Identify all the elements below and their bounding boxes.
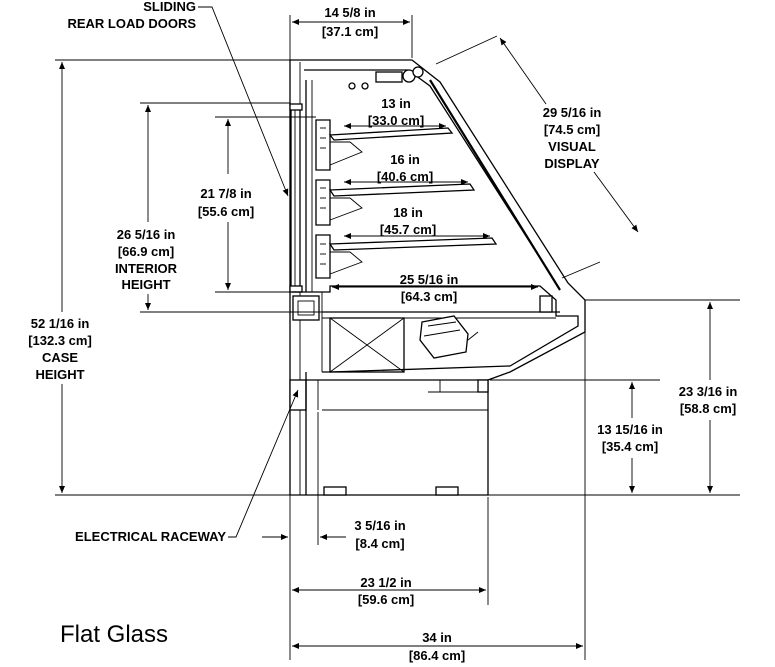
electrical-raceway-channel (289, 379, 307, 411)
shelf-middle (315, 179, 476, 226)
overall-depth-imperial: 34 in (422, 630, 452, 645)
interior-height-metric: [66.9 cm] (118, 244, 174, 259)
sliding-label-line1: SLIDING (143, 0, 196, 14)
leveling-foot (323, 486, 347, 496)
evaporator-unit (419, 315, 479, 359)
shelf-top-metric: [33.0 cm] (368, 113, 424, 128)
interior-height-label-line2: HEIGHT (121, 277, 170, 292)
shelf-low-imperial: 18 in (393, 205, 423, 220)
case-height-imperial: 52 1/16 in (31, 316, 90, 331)
visual-display-imperial: 29 5/16 in (543, 105, 602, 120)
leveling-foot (435, 486, 459, 496)
sliding-rear-door (290, 107, 301, 291)
base-depth-metric: [59.6 cm] (358, 592, 414, 607)
raceway-offset-metric: [8.4 cm] (355, 536, 404, 551)
case-height-label-line1: CASE (42, 350, 78, 365)
dimension-lines (55, 6, 740, 660)
case-cross-section (289, 59, 586, 496)
visual-display-label-line2: DISPLAY (544, 156, 599, 171)
front-height-metric: [58.8 cm] (680, 401, 736, 416)
overall-depth-metric: [86.4 cm] (409, 648, 465, 663)
canopy-light-fixture (348, 66, 424, 90)
interior-height-label-line1: INTERIOR (115, 261, 178, 276)
visual-display-metric: [74.5 cm] (544, 122, 600, 137)
diagram-caption: Flat Glass (60, 621, 168, 648)
shelf-low-metric: [45.7 cm] (380, 222, 436, 237)
base-depth-imperial: 23 1/2 in (360, 575, 411, 590)
base-height-metric: [35.4 cm] (602, 439, 658, 454)
shelf-top-imperial: 13 in (381, 96, 411, 111)
top-width-metric: [37.1 cm] (322, 24, 378, 39)
front-height-imperial: 23 3/16 in (679, 384, 738, 399)
electrical-raceway-label: ELECTRICAL RACEWAY (75, 529, 226, 544)
raceway-offset-imperial: 3 5/16 in (354, 518, 405, 533)
base-height-imperial: 13 15/16 in (597, 422, 663, 437)
flat-glass-front (429, 79, 561, 291)
interior-height-imperial: 26 5/16 in (117, 227, 176, 242)
shelf-height-imperial: 21 7/8 in (200, 186, 251, 201)
sliding-label-line2: REAR LOAD DOORS (67, 16, 196, 31)
deck-depth-metric: [64.3 cm] (401, 289, 457, 304)
shelf-height-metric: [55.6 cm] (198, 204, 254, 219)
visual-display-label-line1: VISUAL (548, 139, 596, 154)
deck-depth-imperial: 25 5/16 in (400, 272, 459, 287)
shelf-mid-imperial: 16 in (390, 152, 420, 167)
dimension-labels: SLIDING REAR LOAD DOORS 14 5/8 in [37.1 … (28, 0, 737, 663)
deck (292, 285, 579, 373)
case-height-label-line2: HEIGHT (35, 367, 84, 382)
shelf-low (315, 234, 498, 279)
canopy-inner (304, 69, 557, 284)
shelf-top (315, 119, 454, 171)
case-height-metric: [132.3 cm] (28, 333, 92, 348)
drain-pan (329, 317, 405, 373)
top-width-imperial: 14 5/8 in (324, 5, 375, 20)
shelf-mid-metric: [40.6 cm] (377, 169, 433, 184)
electrical-box (292, 295, 320, 321)
